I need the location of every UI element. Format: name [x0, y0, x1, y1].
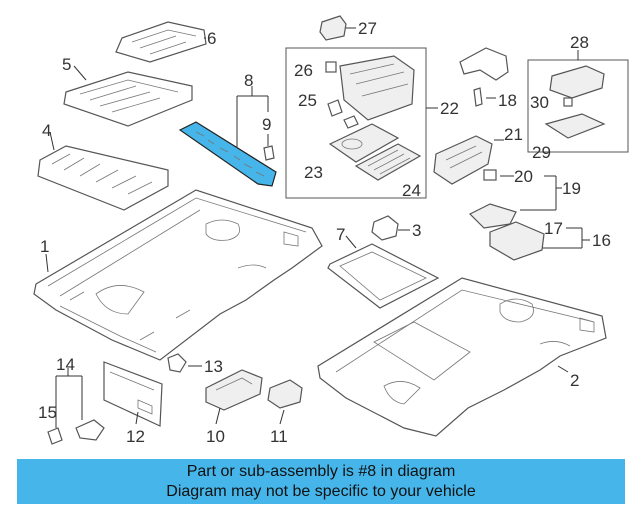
callout-28: 28 [570, 33, 589, 52]
callout-8: 8 [244, 71, 253, 90]
part-16-17-lamp [489, 221, 590, 261]
callout-22: 22 [440, 99, 459, 118]
part-28-lamp [549, 65, 605, 99]
part-30-bulb [563, 97, 573, 107]
part-11-switch [267, 379, 303, 425]
part-4-sunshade-panel [37, 131, 169, 211]
callout-4: 4 [42, 121, 51, 140]
callout-2: 2 [570, 371, 579, 390]
part-8-highlighted-trim-strip [178, 121, 277, 187]
part-13-visor-bracket [167, 353, 202, 373]
callout-18: 18 [498, 91, 517, 110]
part-21-console-bracket [433, 135, 504, 185]
callout-13: 13 [204, 357, 223, 376]
callout-17: 17 [544, 219, 563, 238]
callout-19: 19 [562, 179, 581, 198]
callout-10: 10 [206, 427, 225, 446]
part-9-clip [263, 134, 275, 161]
callout-24: 24 [402, 181, 421, 200]
callout-5: 5 [62, 55, 71, 74]
callout-9: 9 [262, 115, 271, 134]
part-3-clip [371, 215, 410, 241]
group-19-bracket [500, 175, 562, 211]
part-6-sunshade-panel [115, 21, 207, 63]
callout-7: 7 [336, 225, 345, 244]
callout-8-bracket [236, 86, 269, 148]
part-5-sunshade-panel [63, 65, 193, 127]
part-22-console [339, 55, 415, 121]
banner-line-1: Part or sub-assembly is #8 in diagram [186, 463, 456, 480]
part-1-headliner [33, 189, 323, 361]
part-18-grab-handle [459, 47, 509, 107]
part-26-bulb [325, 61, 337, 73]
part-12-sun-visor [103, 361, 163, 427]
part-7-sunroof-frame [327, 235, 440, 309]
callout-26: 26 [294, 61, 313, 80]
banner-line-2: Diagram may not be specific to your vehi… [166, 483, 476, 500]
part-19-wiring [468, 203, 517, 229]
part-25-lens [327, 99, 359, 129]
callout-1: 1 [40, 237, 49, 256]
part-2-headliner-sunroof [317, 277, 607, 437]
part-8-strip-shape [178, 121, 277, 187]
part-27-lamp [319, 15, 356, 41]
part-24-lamp-cover [354, 143, 422, 181]
callout-30: 30 [530, 93, 549, 112]
callout-6: 6 [207, 29, 216, 48]
callout-23: 23 [304, 163, 323, 182]
part-14-15-holder-and-clip [47, 368, 105, 445]
callout-20: 20 [514, 167, 533, 186]
callout-21: 21 [504, 125, 523, 144]
part-10-lamp-housing [205, 369, 263, 425]
callout-29: 29 [532, 143, 551, 162]
part-23-lamp-cover [328, 123, 400, 163]
info-banner: Part or sub-assembly is #8 in diagram Di… [17, 459, 625, 504]
callout-16: 16 [592, 231, 611, 250]
callout-25: 25 [298, 91, 317, 110]
group-22-box [285, 47, 427, 199]
callout-14: 14 [56, 355, 75, 374]
callout-12: 12 [126, 427, 145, 446]
callout-15: 15 [38, 403, 57, 422]
callout-3: 3 [412, 221, 421, 240]
callout-11: 11 [270, 427, 288, 446]
part-29-lens [544, 113, 606, 139]
callout-27: 27 [358, 19, 377, 38]
part-20-bulb [483, 169, 497, 181]
